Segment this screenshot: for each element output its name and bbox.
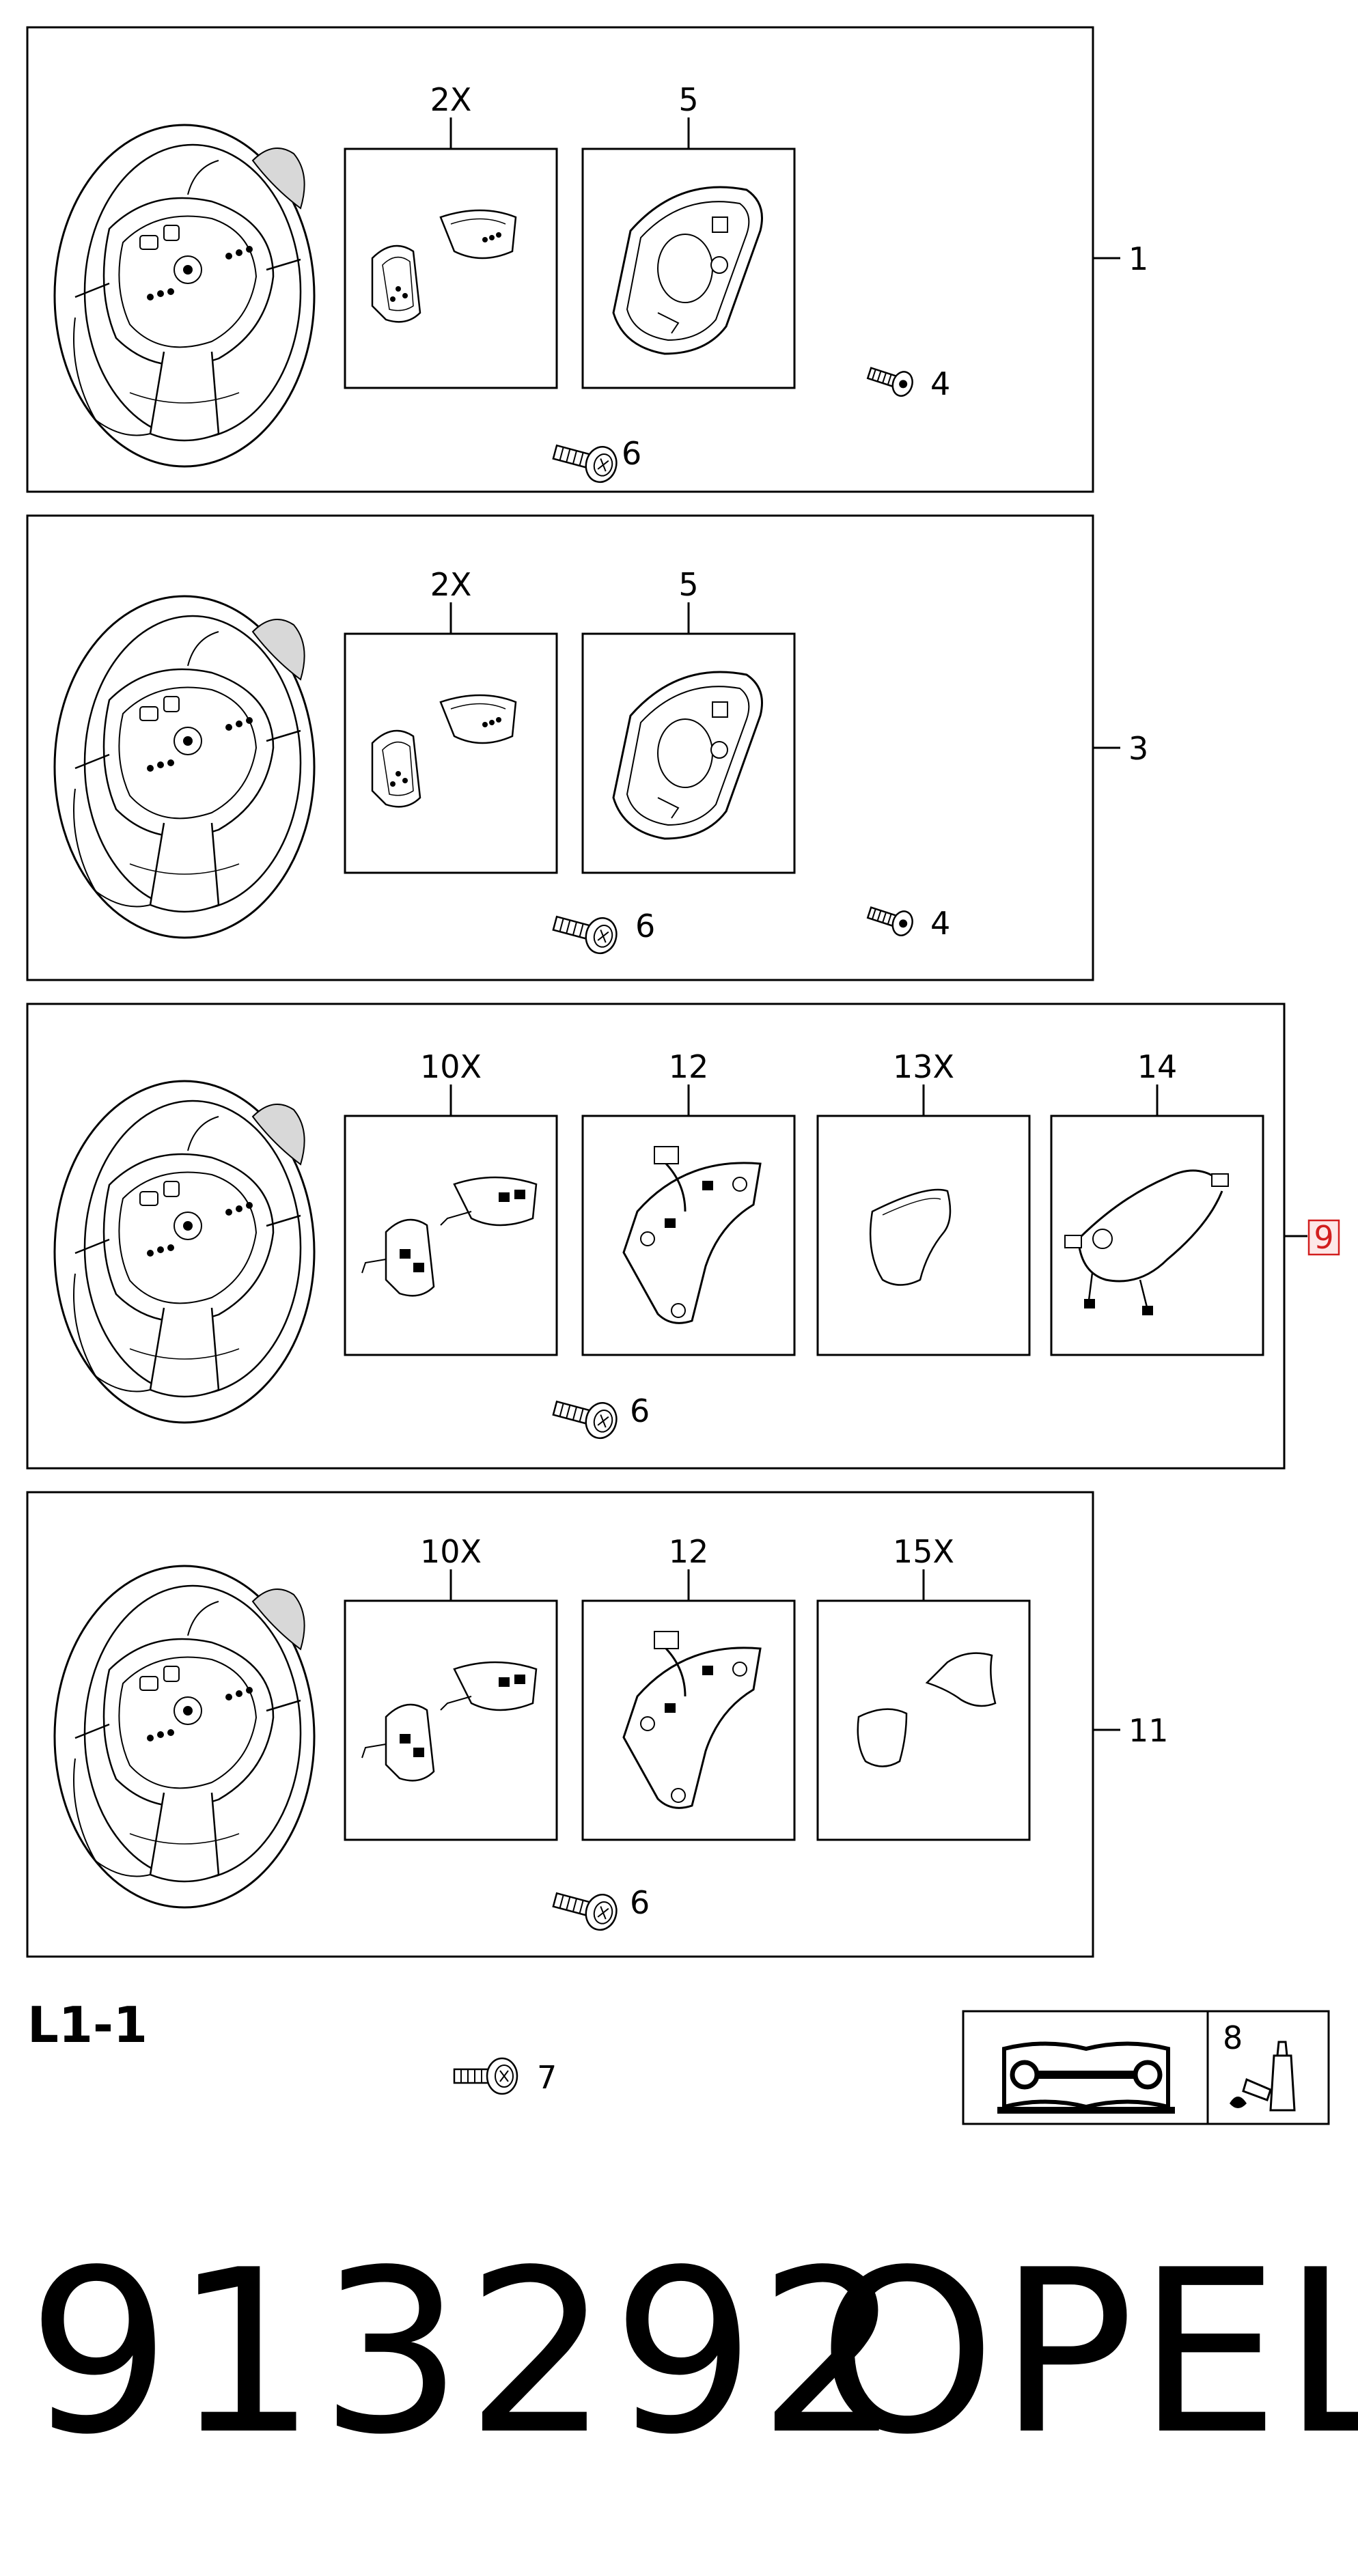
callout-label: 11 [1128,1712,1169,1749]
part-number: 913292 [27,2222,904,2484]
torx-bolt-icon [549,1881,622,1935]
part-box-label: 13X [893,1048,954,1085]
panel-9[interactable]: 10X 12 13X 14 6 [26,1003,1340,1470]
part-box-label: 10X [420,1533,482,1570]
brand-name: OPEL [818,2222,1358,2484]
torx-bolt-icon [549,1390,622,1443]
screw-6[interactable]: 6 [549,1881,650,1935]
steering-wheel-image [53,1565,316,1909]
callout-highlight-box [1307,1219,1340,1256]
part-box-0[interactable]: 2X [344,566,558,874]
part-box-2[interactable]: 13X [816,1048,1031,1356]
part-box-1[interactable]: 12 [581,1533,796,1841]
section-label: L1-1 [27,1996,148,2054]
panel-1[interactable]: 2X 5 4 6 1 [26,26,1148,493]
screw-6[interactable]: 6 [549,1390,650,1443]
part-box-label: 12 [669,1533,709,1570]
steering-wheel-image [53,124,316,468]
callout-label: 9 [1314,1219,1333,1256]
panel-frame [26,26,1094,493]
adhesive-bottle-icon [1230,2041,1296,2112]
screw-label: 6 [635,908,655,944]
screw-label: 4 [930,905,950,942]
torx-bolt-icon [549,434,622,487]
panel-11[interactable]: 10X 12 15X 6 11 [26,1491,1169,1958]
part-box-2[interactable]: 15X [816,1533,1031,1841]
part-box-1[interactable]: 5 [581,81,796,389]
torx-bolt-icon [453,2057,518,2095]
callout-9[interactable]: 9 [1284,1219,1340,1256]
part-box-0[interactable]: 10X [344,1048,558,1356]
panel-3[interactable]: 2X 5 6 4 3 [26,514,1148,981]
callout-label: 1 [1128,240,1148,277]
legend-item-label: 8 [1223,2019,1243,2056]
screw-label: 7 [537,2059,557,2096]
screw-label: 6 [630,1392,650,1429]
part-box-1[interactable]: 5 [581,566,796,874]
callout-11[interactable]: 11 [1093,1712,1169,1749]
screw-label: 6 [622,435,641,472]
panel-frame [26,1491,1094,1958]
part-box-1[interactable]: 12 [581,1048,796,1356]
screw-6[interactable]: 6 [549,434,642,487]
part-box-label: 14 [1137,1048,1178,1085]
callout-label: 3 [1128,730,1148,767]
torx-bolt-icon [549,905,622,958]
part-box-0[interactable]: 2X [344,81,558,389]
screw-label: 6 [630,1884,650,1921]
part-box-label: 10X [420,1048,482,1085]
callout-3[interactable]: 3 [1093,730,1148,767]
screw-7[interactable]: 7 [453,2057,557,2096]
steering-wheel-image [53,595,316,939]
part-box-label: 12 [669,1048,709,1085]
screw-label: 4 [930,365,950,402]
book-wrench-icon [997,2041,1175,2114]
legend-box[interactable]: 8 [962,2010,1330,2125]
part-box-label: 2X [430,81,472,118]
part-box-label: 5 [678,566,698,603]
part-box-label: 15X [893,1533,954,1570]
part-box-label: 5 [678,81,698,118]
part-box-3[interactable]: 14 [1050,1048,1264,1356]
short-screw-icon [864,360,917,400]
callout-1[interactable]: 1 [1093,240,1148,277]
screw-4[interactable]: 4 [864,360,950,402]
screw-6[interactable]: 6 [549,905,656,958]
short-screw-icon [864,899,917,939]
part-box-0[interactable]: 10X [344,1533,558,1841]
steering-wheel-image [53,1080,316,1424]
part-box-label: 2X [430,566,472,603]
screw-4[interactable]: 4 [864,899,950,942]
